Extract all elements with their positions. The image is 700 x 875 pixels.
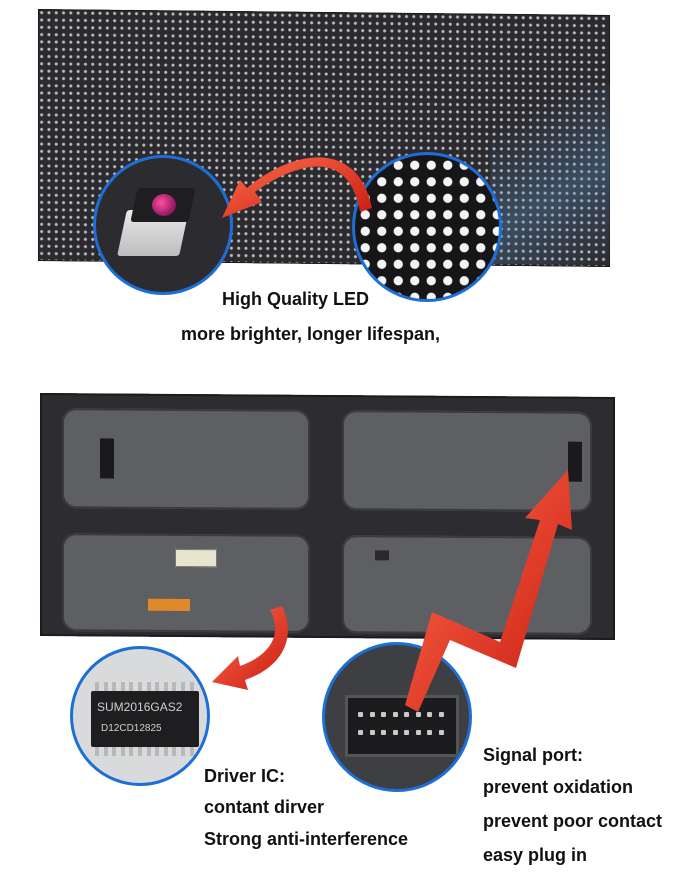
ic-pin bbox=[103, 682, 108, 691]
port-pin bbox=[392, 730, 398, 735]
led-pixels-closeup-circle bbox=[352, 152, 502, 302]
ic-pin bbox=[189, 747, 194, 756]
ic-pin bbox=[172, 747, 177, 756]
signal-port-closeup-circle bbox=[322, 642, 472, 792]
port-pin bbox=[404, 712, 409, 717]
ic-pin bbox=[112, 747, 117, 756]
driver-ic-line: contant dirver bbox=[204, 797, 325, 817]
port-pin bbox=[438, 712, 444, 717]
port-pin bbox=[438, 730, 444, 735]
port-pin bbox=[369, 730, 375, 735]
port-pin bbox=[415, 730, 421, 735]
ic-pin bbox=[103, 747, 108, 756]
curved-arrow-icon bbox=[222, 157, 372, 218]
ic-pin bbox=[129, 682, 134, 691]
smd-led-lens bbox=[152, 194, 176, 216]
signal-port-line: prevent oxidation bbox=[483, 777, 634, 797]
port-pin bbox=[358, 730, 363, 735]
signal-port-title: Signal port: bbox=[483, 745, 583, 765]
zigzag-arrow-icon bbox=[405, 470, 572, 712]
led-subheading: more brighter, longer lifespan, bbox=[181, 324, 441, 344]
port-pin bbox=[415, 712, 421, 717]
ic-pin bbox=[163, 682, 168, 691]
port-pin bbox=[369, 712, 375, 717]
ic-pin bbox=[146, 682, 151, 691]
ic-pin bbox=[172, 682, 177, 691]
signal-port-line: prevent poor contact bbox=[483, 811, 663, 831]
port-pin bbox=[427, 712, 432, 717]
driver-ic-chip: SUM2016GAS2 D12CD12825 bbox=[91, 691, 199, 747]
driver-ic-closeup-circle: SUM2016GAS2 D12CD12825 bbox=[70, 646, 210, 786]
ic-pin bbox=[181, 682, 185, 691]
port-pin bbox=[381, 712, 386, 717]
ic-pin bbox=[146, 747, 151, 756]
driver-ic-title: Driver IC: bbox=[204, 766, 286, 786]
ic-pin bbox=[129, 747, 134, 756]
port-pin bbox=[358, 712, 363, 717]
ic-pin bbox=[95, 747, 99, 756]
chip-marking-line2: D12CD12825 bbox=[101, 723, 162, 734]
ic-pin bbox=[138, 747, 142, 756]
signal-port-line: easy plug in bbox=[483, 845, 588, 865]
signal-port-connector bbox=[345, 695, 459, 757]
ic-pin bbox=[95, 682, 99, 691]
ic-pin bbox=[181, 747, 185, 756]
driver-ic-line: Strong anti-interference bbox=[204, 829, 409, 849]
port-pin bbox=[427, 730, 432, 735]
port-pin bbox=[381, 730, 386, 735]
chip-marking-line1: SUM2016GAS2 bbox=[97, 700, 183, 714]
ic-pin bbox=[189, 682, 194, 691]
ic-pin bbox=[120, 682, 125, 691]
ic-pin bbox=[112, 682, 117, 691]
ic-pin bbox=[155, 747, 160, 756]
smd-led-closeup-circle bbox=[93, 155, 233, 295]
port-pin bbox=[392, 712, 398, 717]
ic-pin bbox=[138, 682, 142, 691]
ic-pin bbox=[155, 682, 160, 691]
ic-pin bbox=[163, 747, 168, 756]
led-heading: High Quality LED bbox=[222, 289, 370, 309]
curved-arrow-icon bbox=[212, 606, 288, 690]
port-pin bbox=[404, 730, 409, 735]
ic-pin bbox=[120, 747, 125, 756]
